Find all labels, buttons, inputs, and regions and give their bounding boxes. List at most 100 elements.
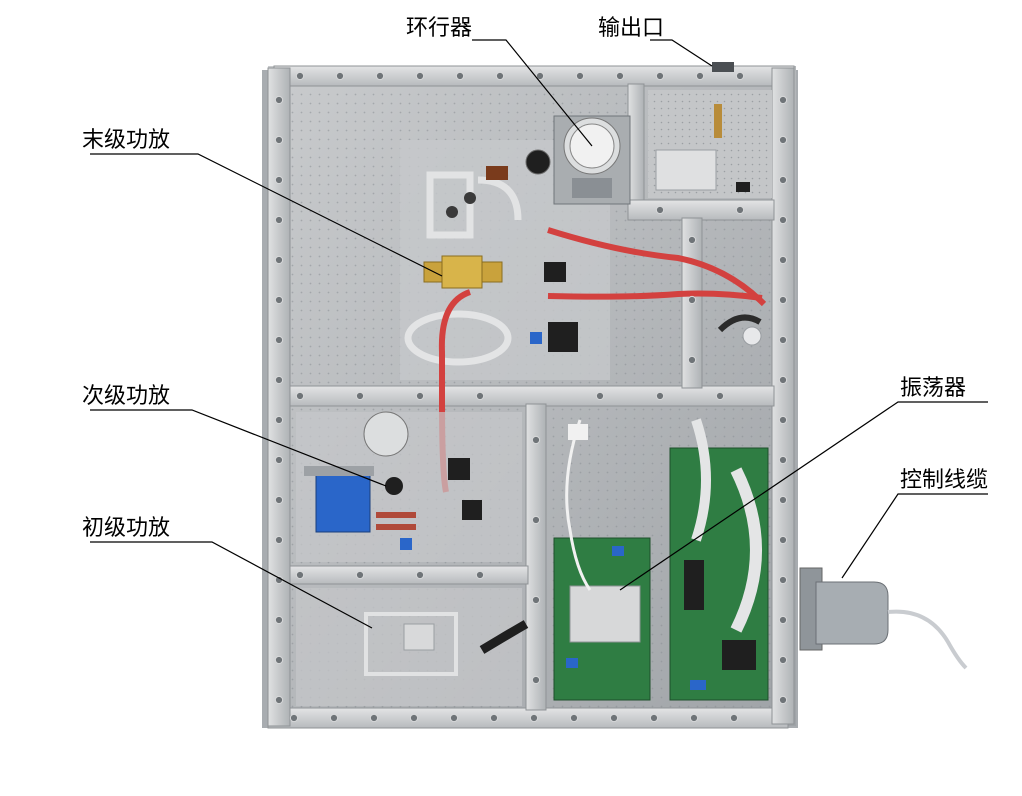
screw-icon [778,375,788,385]
screw-icon [595,391,605,401]
screw-icon [778,95,788,105]
connector-icon [799,567,968,670]
screw-icon [778,175,788,185]
screw-icon [778,455,788,465]
screw-icon [475,391,485,401]
screw-icon [778,135,788,145]
output-section [648,62,772,198]
screw-icon [369,713,379,723]
screw-icon [529,713,539,723]
screw-icon [655,205,665,215]
screws [274,71,788,723]
screw-icon [455,71,465,81]
screw-icon [655,71,665,81]
oscillator-leader [619,401,988,591]
screw-icon [415,71,425,81]
screw-icon [274,495,284,505]
label-oscillator: 振荡器 [900,376,966,401]
label-final-amp: 末级功放 [82,128,170,153]
first-amp-leader [90,541,373,629]
screw-icon [274,535,284,545]
second-amp-leader [90,409,387,487]
outer-walls [267,65,795,729]
screw-icon [778,575,788,585]
screw-icon [687,235,697,245]
screw-icon [778,255,788,265]
screw-icon [778,215,788,225]
screw-icon [778,295,788,305]
screw-icon [729,713,739,723]
screw-icon [274,175,284,185]
screw-icon [535,71,545,81]
screw-icon [531,435,541,445]
screw-icon [335,71,345,81]
callout-labels: 环行器 输出口 末级功放 次级功放 初级功放 振荡器 控制线缆 [82,16,988,541]
screw-icon [609,713,619,723]
control-cable-leader [841,493,988,579]
second-amp-board [296,411,522,562]
screw-icon [355,391,365,401]
screw-icon [735,71,745,81]
final-amp-leader [90,153,443,277]
label-first-amp: 初级功放 [82,516,170,541]
screw-icon [274,655,284,665]
screw-icon [375,71,385,81]
screw-icon [531,515,541,525]
screw-icon [735,205,745,215]
screw-icon [655,391,665,401]
screw-icon [778,655,788,665]
screw-icon [778,415,788,425]
screw-icon [415,570,425,580]
screw-icon [575,71,585,81]
output-port-leader [650,39,713,67]
screw-icon [569,713,579,723]
screw-icon [274,695,284,705]
screw-icon [295,71,305,81]
control-board [669,418,769,701]
label-output-port: 输出口 [598,16,664,41]
screw-icon [615,71,625,81]
label-circulator: 环行器 [406,16,472,41]
screw-icon [475,570,485,580]
oscillator-board [553,419,651,701]
screw-icon [274,255,284,265]
label-control-cable: 控制线缆 [900,468,988,493]
screw-icon [531,675,541,685]
screw-icon [695,71,705,81]
screw-icon [409,713,419,723]
screw-icon [531,595,541,605]
screw-icon [495,71,505,81]
screw-icon [289,713,299,723]
screw-icon [778,695,788,705]
screw-icon [687,355,697,365]
screw-icon [687,295,697,305]
screw-icon [274,215,284,225]
screw-icon [649,713,659,723]
circulator-component [553,115,631,205]
screw-icon [778,615,788,625]
output-connector-icon [712,62,734,72]
circulator-leader [472,39,593,147]
screw-icon [778,535,788,545]
screw-icon [274,615,284,625]
screw-icon [689,713,699,723]
screw-icon [295,570,305,580]
screw-icon [778,335,788,345]
screw-icon [449,713,459,723]
screw-icon [415,391,425,401]
screw-icon [274,95,284,105]
callout-lines [90,39,988,629]
screw-icon [274,455,284,465]
screw-icon [274,295,284,305]
screw-icon [489,713,499,723]
screw-icon [355,570,365,580]
screw-icon [274,135,284,145]
screw-icon [778,495,788,505]
screw-icon [329,713,339,723]
screw-icon [274,375,284,385]
screw-icon [274,335,284,345]
label-second-amp: 次级功放 [82,384,170,409]
screw-icon [295,391,305,401]
